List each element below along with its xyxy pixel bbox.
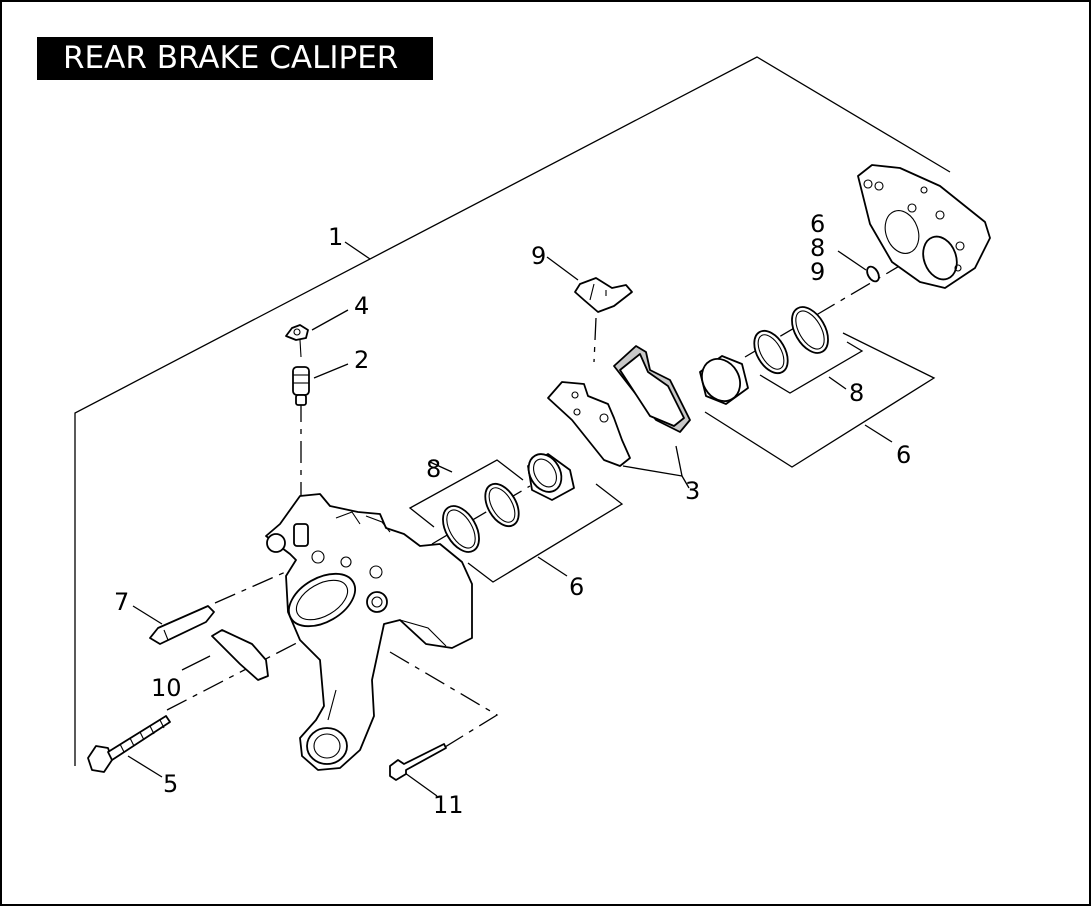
seal-ring-lower-b [484, 482, 520, 528]
callout-9-clip: 9 [531, 242, 546, 270]
boot-shim [211, 629, 269, 681]
callout-8-right: 8 [849, 379, 864, 407]
seal-ring-upper-a [753, 329, 789, 375]
pad-clip [574, 277, 633, 313]
title-banner [37, 37, 433, 80]
callout-4: 4 [354, 292, 369, 320]
leader-lines [127, 241, 936, 797]
callout-8-top: 8 [810, 234, 825, 262]
brake-pad-outer [547, 381, 631, 467]
callout-labels: 1 4 2 9 6 8 9 8 6 3 8 6 7 10 5 11 [114, 210, 911, 819]
callout-2: 2 [354, 346, 369, 374]
caliper-body [265, 493, 473, 771]
slide-pin [149, 605, 215, 645]
callout-6-left: 6 [569, 573, 584, 601]
bleeder-cap [285, 324, 309, 358]
callout-7: 7 [114, 588, 129, 616]
callout-11: 11 [433, 791, 464, 819]
caliper-outer-half [857, 164, 991, 289]
callout-5: 5 [163, 770, 178, 798]
piston-upper [699, 355, 749, 405]
retaining-pin [389, 743, 447, 781]
callout-6-right: 6 [896, 441, 911, 469]
diagram-title: REAR BRAKE CALIPER [63, 40, 399, 76]
piston-lower [527, 453, 575, 501]
small-washer [866, 265, 880, 283]
callout-1: 1 [328, 223, 343, 251]
callout-3: 3 [685, 477, 700, 505]
seal-ring-upper-b [791, 306, 829, 354]
callout-8-left: 8 [426, 455, 441, 483]
mounting-bolt [87, 715, 171, 773]
seal-ring-lower-a [442, 505, 480, 553]
assembly-bracket-line [74, 56, 951, 766]
callout-10: 10 [151, 674, 182, 702]
callout-6-top: 6 [810, 210, 825, 238]
bleeder-valve [292, 366, 310, 406]
brake-pad-inner [613, 345, 691, 433]
callout-9-top: 9 [810, 258, 825, 286]
